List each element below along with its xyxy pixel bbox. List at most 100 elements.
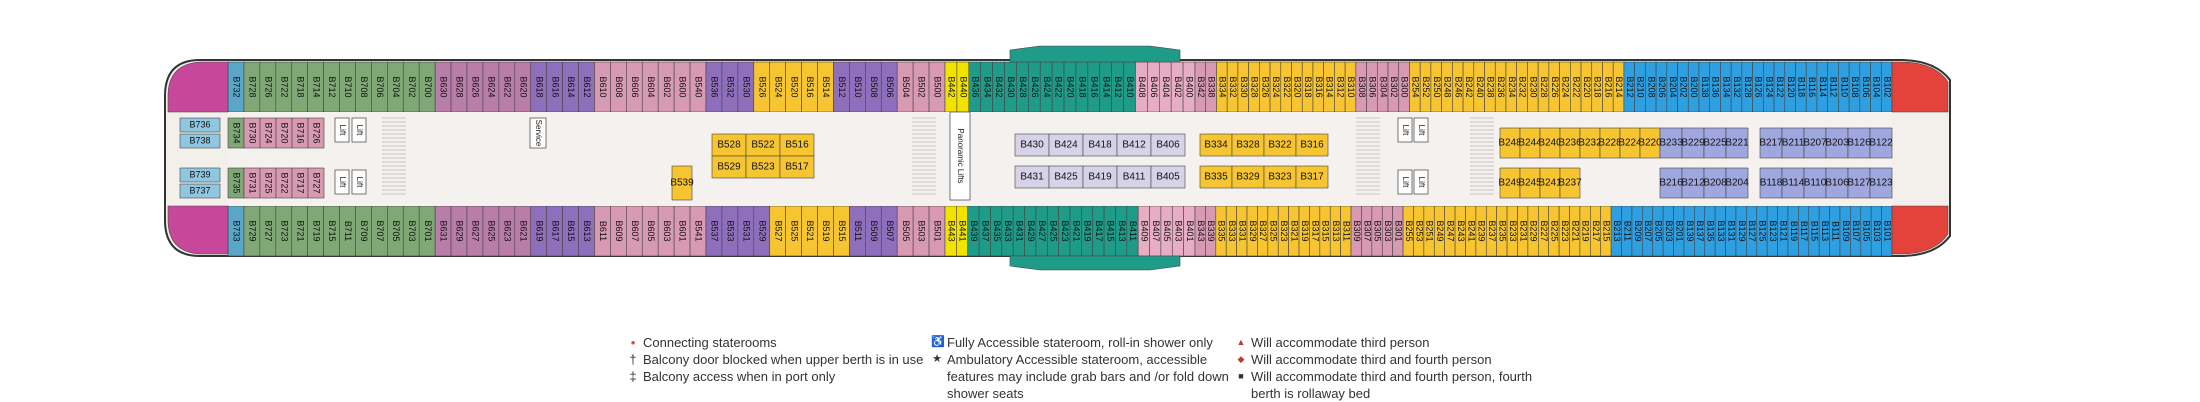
cabin-cell[interactable] bbox=[1891, 61, 1949, 113]
cabin-number: B709 bbox=[359, 220, 369, 241]
cabin-cell[interactable] bbox=[1725, 167, 1749, 199]
cabin-number: B613 bbox=[582, 220, 592, 241]
cabin-number: B620 bbox=[518, 76, 528, 97]
cabin-number: B604 bbox=[646, 76, 656, 97]
cabin-cell[interactable] bbox=[179, 133, 221, 149]
cabin-number: B723 bbox=[279, 220, 289, 241]
lift-box bbox=[1413, 117, 1429, 143]
cabin-number: B605 bbox=[646, 220, 656, 241]
cabin-number: B608 bbox=[614, 76, 624, 97]
cabin-number: B725 bbox=[264, 172, 274, 193]
legend-text: Will accommodate third and fourth person bbox=[1251, 352, 1492, 367]
legend-text: Fully Accessible stateroom, roll-in show… bbox=[947, 335, 1213, 350]
cabin-number: B309 bbox=[1352, 220, 1362, 241]
cabin-number: B506 bbox=[885, 76, 895, 97]
cabin-number: B429 bbox=[1026, 220, 1036, 241]
cabin-cell[interactable] bbox=[167, 205, 229, 255]
cabin-cell[interactable] bbox=[179, 167, 221, 183]
cabin-number: B624 bbox=[487, 76, 497, 97]
cabin-number: B304 bbox=[1378, 76, 1388, 97]
cabin-cell[interactable] bbox=[1150, 165, 1186, 189]
cabin-number: B237 bbox=[1487, 220, 1497, 241]
cabin-number: B123 bbox=[1869, 178, 1893, 189]
cabin-number: B505 bbox=[901, 220, 911, 241]
cabin-number: B315 bbox=[1321, 220, 1331, 241]
cabin-number: B136 bbox=[1711, 76, 1721, 97]
cabin-number: B233 bbox=[1659, 138, 1683, 149]
cabin-cell[interactable] bbox=[307, 167, 325, 199]
cabin-number: B215 bbox=[1602, 220, 1612, 241]
cabin-number: B426 bbox=[1030, 76, 1040, 97]
cabin-number: B228 bbox=[1598, 138, 1622, 149]
cabin-cell[interactable] bbox=[1150, 133, 1186, 157]
cabin-cell[interactable] bbox=[307, 117, 325, 149]
cabin-number: B424 bbox=[1042, 76, 1052, 97]
cabin-number: B410 bbox=[1125, 76, 1135, 97]
cabin-number: B111 bbox=[1830, 221, 1840, 241]
cabin-number: B317 bbox=[1300, 172, 1324, 183]
cabin-number: B241 bbox=[1538, 178, 1562, 189]
cabin-number: B407 bbox=[1151, 220, 1161, 241]
cabin-number: B232 bbox=[1578, 138, 1602, 149]
cabin-number: B246 bbox=[1453, 76, 1463, 97]
cabin-number: B735 bbox=[232, 172, 242, 193]
cabin-cell[interactable] bbox=[1295, 133, 1329, 157]
cabin-number: B218 bbox=[1593, 76, 1603, 97]
cabin-number: B226 bbox=[1550, 76, 1560, 97]
cabin-number: B306 bbox=[1368, 76, 1378, 97]
cabin-number: B317 bbox=[1310, 220, 1320, 241]
cabin-number: B223 bbox=[1560, 220, 1570, 241]
cabin-number: B206 bbox=[1657, 76, 1667, 97]
cabin-cell[interactable] bbox=[1869, 167, 1893, 199]
cabin-number: B402 bbox=[1173, 76, 1183, 97]
cabin-number: B249 bbox=[1498, 178, 1522, 189]
cabin-cell[interactable] bbox=[1869, 127, 1893, 159]
cabin-number: B127 bbox=[1747, 220, 1757, 241]
cabin-cell[interactable] bbox=[1891, 205, 1949, 255]
stairs bbox=[382, 117, 406, 195]
cabin-number: B229 bbox=[1681, 138, 1705, 149]
cabin-number: B703 bbox=[407, 220, 417, 241]
cabin-number: B714 bbox=[311, 76, 321, 97]
cabin-cell[interactable] bbox=[1295, 165, 1329, 189]
legend-text: Will accommodate third person bbox=[1251, 335, 1430, 350]
cabin-cell[interactable] bbox=[671, 165, 693, 201]
cabin-number: B135 bbox=[1706, 220, 1716, 241]
cabin-number: B113 bbox=[1820, 221, 1830, 241]
cabin-number: B252 bbox=[1421, 76, 1431, 97]
cabin-number: B236 bbox=[1496, 76, 1506, 97]
cabin-number: B416 bbox=[1089, 76, 1099, 97]
cabin-cell[interactable] bbox=[167, 61, 229, 113]
cabin-cell[interactable] bbox=[179, 183, 221, 199]
cabin-number: B601 bbox=[678, 220, 688, 241]
cabin-number: B717 bbox=[296, 172, 306, 193]
cabin-number: B610 bbox=[598, 76, 608, 97]
cabin-cell[interactable] bbox=[1725, 127, 1749, 159]
cabin-number: B334 bbox=[1204, 140, 1228, 151]
cabin-number: B606 bbox=[630, 76, 640, 97]
cabin-number: B406 bbox=[1156, 140, 1180, 151]
cabin-number: B627 bbox=[471, 220, 481, 241]
cabin-number: B516 bbox=[805, 76, 815, 97]
cabin-number: B303 bbox=[1383, 220, 1393, 241]
lift-box-label: Lift bbox=[338, 177, 347, 188]
cabin-cell[interactable] bbox=[1559, 167, 1581, 199]
legend-item: ◆Will accommodate third and fourth perso… bbox=[1235, 351, 1555, 368]
cabin-number: B234 bbox=[1507, 76, 1517, 97]
cabin-number: B220 bbox=[1582, 76, 1592, 97]
cabin-number: B127 bbox=[1847, 178, 1871, 189]
cabin-number: B332 bbox=[1228, 76, 1238, 97]
cabin-number: B537 bbox=[710, 220, 720, 241]
cabin-cell[interactable] bbox=[779, 155, 815, 179]
cabin-number: B611 bbox=[598, 221, 608, 241]
cabin-number: B255 bbox=[1404, 220, 1414, 241]
cabin-number: B508 bbox=[869, 76, 879, 97]
cabin-cell[interactable] bbox=[179, 117, 221, 133]
cabin-number: B739 bbox=[189, 169, 210, 179]
cabin-number: B715 bbox=[327, 220, 337, 241]
